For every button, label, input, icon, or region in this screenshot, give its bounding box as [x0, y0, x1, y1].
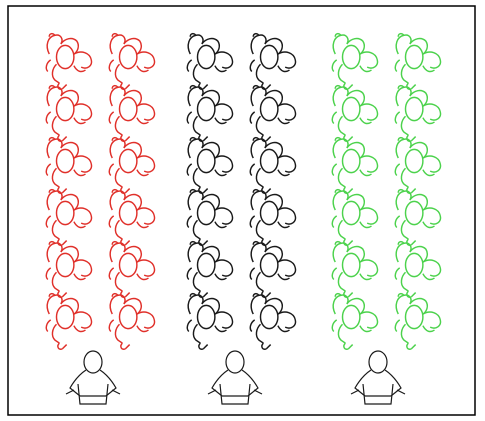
seated-person-hands-raised-icon — [250, 86, 295, 142]
seated-person-hands-raised-icon — [332, 86, 377, 142]
seated-person-hands-raised-icon — [109, 34, 154, 90]
seated-person-hands-raised-icon — [109, 294, 154, 350]
presenters — [66, 351, 405, 404]
seated-person-hands-raised-icon — [187, 34, 232, 90]
seated-person-hands-raised-icon — [109, 190, 154, 246]
seated-person-hands-raised-icon — [187, 190, 232, 246]
seated-person-hands-raised-icon — [332, 242, 377, 298]
seated-person-hands-raised-icon — [187, 86, 232, 142]
seated-person-hands-raised-icon — [395, 242, 440, 298]
seated-person-hands-raised-icon — [46, 190, 91, 246]
seated-person-hands-raised-icon — [109, 242, 154, 298]
seated-person-hands-raised-icon — [187, 242, 232, 298]
seated-person-hands-raised-icon — [46, 138, 91, 194]
seated-person-hands-raised-icon — [250, 34, 295, 90]
seated-person-hands-raised-icon — [395, 138, 440, 194]
seated-person-hands-raised-icon — [395, 294, 440, 350]
seated-person-hands-raised-icon — [332, 138, 377, 194]
seated-person-hands-raised-icon — [187, 294, 232, 350]
seated-person-hands-raised-icon — [332, 190, 377, 246]
group-green — [332, 34, 440, 350]
seated-person-hands-raised-icon — [187, 138, 232, 194]
seated-person-hands-raised-icon — [332, 294, 377, 350]
seated-person-hands-raised-icon — [332, 34, 377, 90]
presenter-at-desk-icon — [351, 351, 405, 404]
audience-groups — [46, 34, 440, 350]
seated-person-hands-raised-icon — [250, 190, 295, 246]
seated-person-hands-raised-icon — [109, 86, 154, 142]
seated-person-hands-raised-icon — [46, 294, 91, 350]
seated-person-hands-raised-icon — [250, 242, 295, 298]
seated-person-hands-raised-icon — [46, 34, 91, 90]
seated-person-hands-raised-icon — [109, 138, 154, 194]
seated-person-hands-raised-icon — [46, 242, 91, 298]
group-black — [187, 34, 295, 350]
seated-person-hands-raised-icon — [395, 86, 440, 142]
seated-person-hands-raised-icon — [395, 190, 440, 246]
seated-person-hands-raised-icon — [395, 34, 440, 90]
presenter-at-desk-icon — [208, 351, 262, 404]
group-red — [46, 34, 154, 350]
seated-person-hands-raised-icon — [250, 294, 295, 350]
seated-person-hands-raised-icon — [46, 86, 91, 142]
seated-person-hands-raised-icon — [250, 138, 295, 194]
presenter-at-desk-icon — [66, 351, 120, 404]
